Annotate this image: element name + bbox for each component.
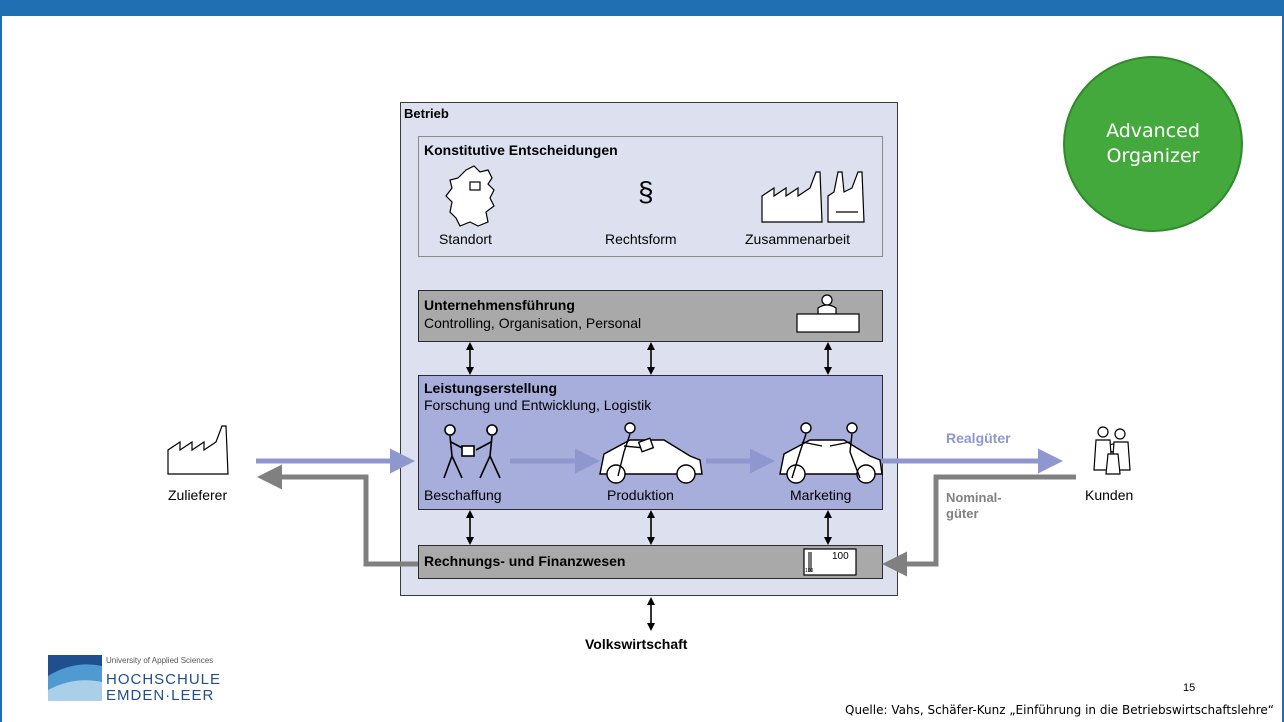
marketing-label: Marketing xyxy=(790,487,852,503)
realgueter-label: Realgüter xyxy=(946,430,1011,446)
hochschule-logo-graphic xyxy=(48,655,102,701)
handover-icon xyxy=(443,424,501,479)
manager-desk-icon xyxy=(796,294,860,333)
banknote-small-value: 100 xyxy=(805,568,814,574)
right-frame-line xyxy=(1282,16,1284,722)
nominalgueter-label-line1: Nominal- xyxy=(946,490,1002,505)
zulieferer-factory-icon xyxy=(167,425,229,475)
volkswirtschaft-label: Volkswirtschaft xyxy=(585,636,688,652)
logo-name-line2: EMDEN·LEER xyxy=(106,687,215,704)
banknote-icon xyxy=(803,548,857,576)
rechnungswesen-title: Rechnungs- und Finanzwesen xyxy=(424,553,626,569)
badge-line2: Organizer xyxy=(1106,145,1200,167)
produktion-label: Produktion xyxy=(607,487,674,503)
car-sale-icon xyxy=(779,422,883,484)
badge-line1: Advanced xyxy=(1106,120,1200,142)
left-frame-line xyxy=(0,16,2,722)
nominalgueter-flow xyxy=(257,464,1076,577)
top-accent-bar xyxy=(0,0,1284,16)
kunden-label: Kunden xyxy=(1085,487,1134,503)
zusammenarbeit-label: Zusammenarbeit xyxy=(745,231,851,247)
rechtsform-label: Rechtsform xyxy=(605,231,677,247)
logo-name-line1: HOCHSCHULE xyxy=(106,671,222,688)
source-citation: Quelle: Vahs, Schäfer-Kunz „Einführung i… xyxy=(845,703,1274,717)
unternehmensfuehrung-title: Unternehmensführung xyxy=(424,297,575,313)
factories-icon xyxy=(761,171,865,223)
konstitutive-title: Konstitutive Entscheidungen xyxy=(424,142,618,158)
paragraph-icon: § xyxy=(638,176,654,207)
page-number: 15 xyxy=(1183,682,1196,694)
advanced-organizer-badge: Advanced Organizer xyxy=(1063,56,1243,232)
kunden-family-icon xyxy=(1093,426,1131,475)
double-arrows xyxy=(466,342,832,631)
unternehmensfuehrung-subtitle: Controlling, Organisation, Personal xyxy=(424,315,642,331)
leistungserstellung-title: Leistungserstellung xyxy=(424,380,558,396)
leistungserstellung-subtitle: Forschung und Entwicklung, Logistik xyxy=(424,397,652,413)
banknote-value: 100 xyxy=(832,551,849,562)
nominalgueter-label-line2: güter xyxy=(946,506,979,521)
standort-label: Standort xyxy=(439,231,492,247)
betrieb-label: Betrieb xyxy=(404,106,449,121)
beschaffung-label: Beschaffung xyxy=(424,487,502,503)
zulieferer-label: Zulieferer xyxy=(168,487,228,503)
car-assembly-icon xyxy=(599,422,703,484)
germany-map-icon xyxy=(445,165,495,227)
logo-tagline: University of Applied Sciences xyxy=(106,656,214,665)
